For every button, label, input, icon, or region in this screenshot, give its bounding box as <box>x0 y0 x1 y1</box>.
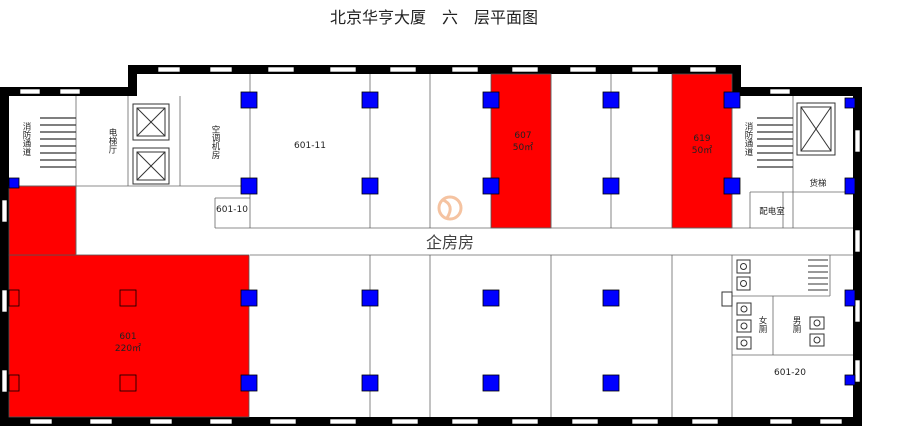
room-601-20-label: 601-20 <box>774 368 806 378</box>
freight-elevator-icon <box>796 102 836 156</box>
partitions <box>9 74 853 417</box>
watermark-logo-icon <box>437 195 463 221</box>
room-601[interactable] <box>8 254 250 418</box>
stair-left-label: 消防通道 <box>21 121 31 157</box>
room-601-10-label: 601-10 <box>216 205 248 215</box>
women-wc-label: 女厕 <box>757 315 767 334</box>
room-619-id: 619 <box>693 134 710 144</box>
room-619[interactable] <box>671 73 733 229</box>
windows-top <box>19 66 791 95</box>
elevator-hall-label: 电梯厅 <box>107 127 117 153</box>
room-601-annex[interactable] <box>8 185 77 256</box>
stairs-small-icon <box>808 259 828 291</box>
room-607[interactable] <box>490 73 552 229</box>
elevator-icon <box>132 103 170 185</box>
room-601-id: 601 <box>119 332 136 342</box>
toilet-icon <box>721 259 825 350</box>
room-601-11-label: 601-11 <box>294 141 326 151</box>
men-wc-label: 男厕 <box>791 316 801 334</box>
plan-title: 北京华亨大厦 六 层平面图 <box>329 8 538 27</box>
power-room-label: 配电室 <box>759 206 785 217</box>
room-619-area: 50㎡ <box>692 145 712 156</box>
stairs-left-icon <box>40 117 76 168</box>
room-607-id: 607 <box>514 131 531 141</box>
columns <box>8 91 856 392</box>
windows-bottom <box>29 418 843 425</box>
stair-right-label: 消防通道 <box>743 121 753 157</box>
room-607-area: 50㎡ <box>513 142 533 153</box>
columns-in-red <box>8 289 137 392</box>
ac-room-label: 空调机房 <box>210 124 220 160</box>
windows-side <box>1 129 861 393</box>
room-601-area: 220㎡ <box>115 343 141 354</box>
freight-elevator-label: 货梯 <box>809 178 827 189</box>
stairs-right-icon <box>757 117 793 168</box>
watermark-text: 企房房 <box>426 233 474 252</box>
